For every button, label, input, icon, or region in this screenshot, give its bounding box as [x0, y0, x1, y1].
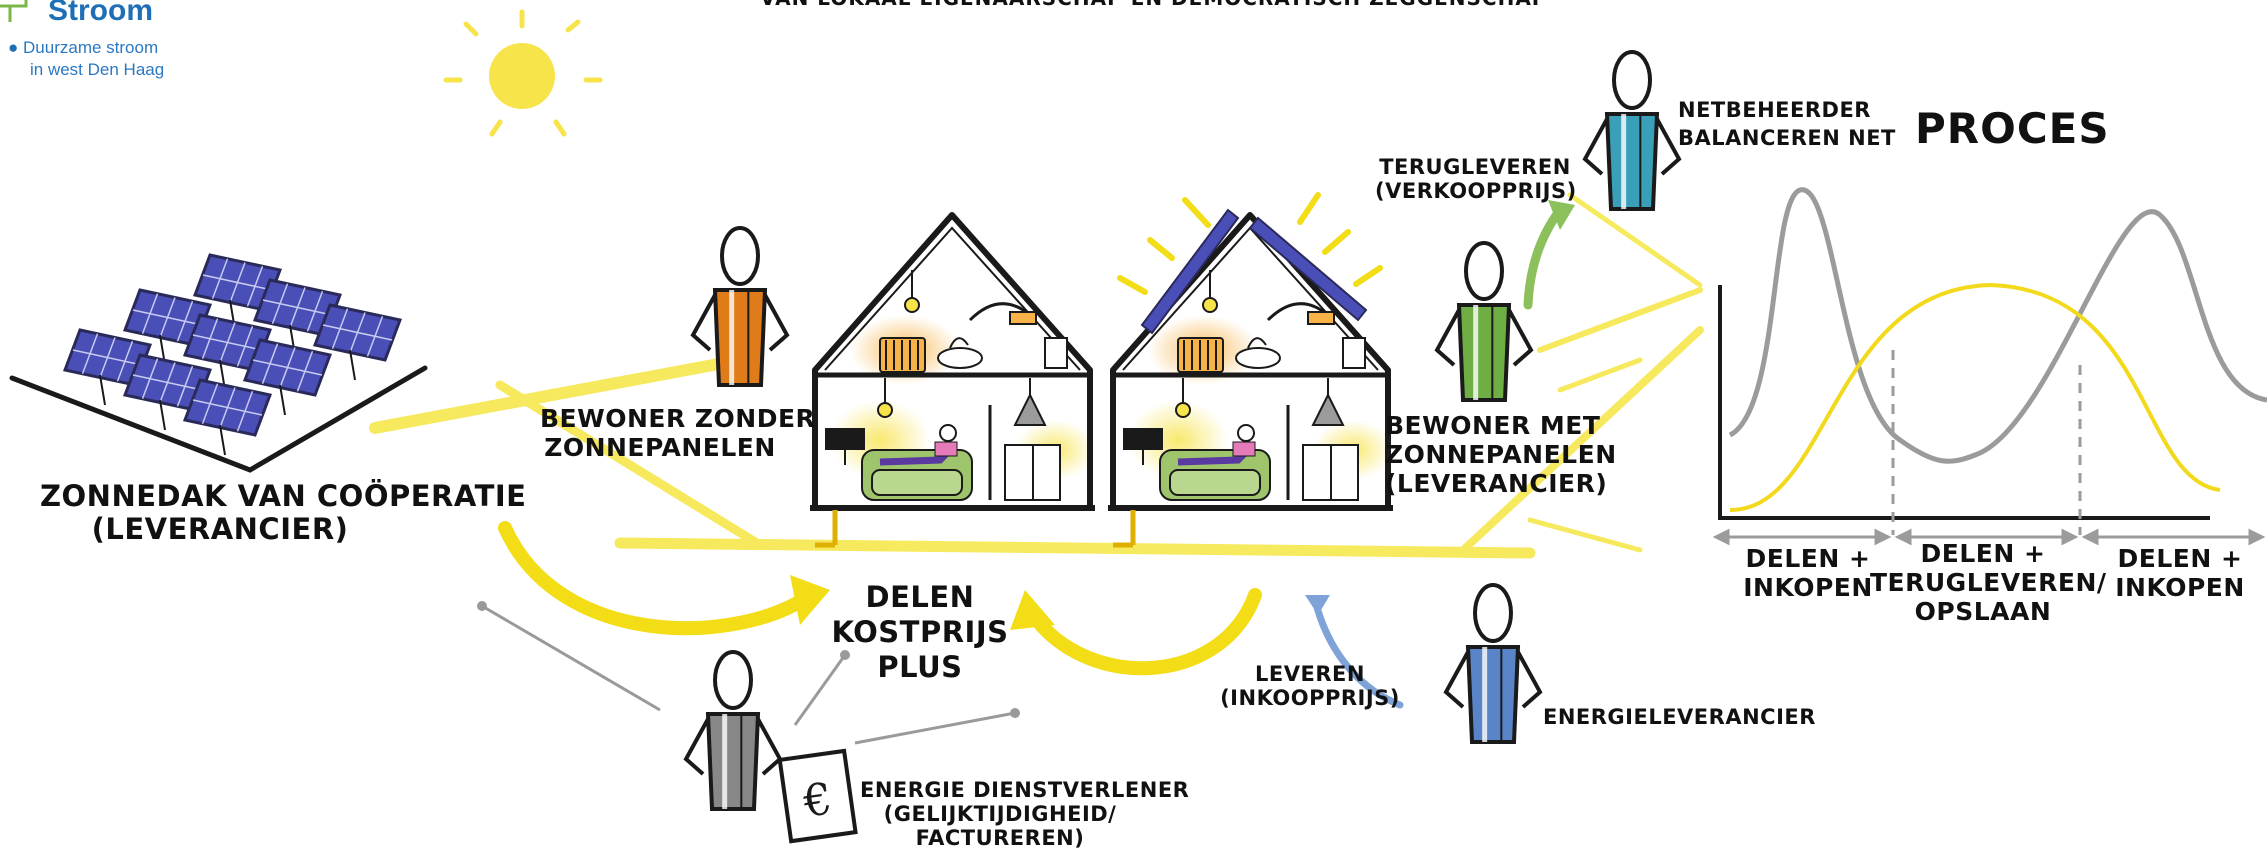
euro-icon: € [799, 773, 835, 828]
label-dienstverlener-line2: (GELIJKTIJDIGHEID/ [883, 802, 1117, 827]
demand-curve [1728, 187, 2267, 464]
service-lines [481, 604, 1016, 745]
person-dienstverlener [683, 650, 783, 811]
logo-subtitle-line2: in west Den Haag [30, 60, 165, 80]
label-phase2-line3: OPSLAAN [1914, 596, 2052, 626]
solar-roof [9, 253, 428, 473]
label-terugleveren: TERUGLEVEREN (VERKOOPPRIJS) [1375, 155, 1577, 204]
label-energieleverancier: ENERGIELEVERANCIER [1543, 705, 1816, 729]
person-bewoner-zonder [690, 226, 790, 387]
label-phase1-line1: DELEN + [1745, 544, 1871, 573]
label-bewoner-met: BEWONER MET ZONNEPANELEN (LEVERANCIER) [1385, 411, 1616, 498]
label-netbeheerder: NETBEHEERDER BALANCEREN NET [1678, 96, 1896, 153]
sunlight-arrows [1117, 192, 1383, 295]
arrow-head-right [1010, 590, 1055, 630]
label-dienstverlener: ENERGIE DIENSTVERLENER (GELIJKTIJDIGHEID… [860, 778, 1189, 851]
label-phase3-line2: INKOPEN [2115, 572, 2245, 602]
label-phase-2: DELEN + TERUGLEVEREN/ OPSLAAN [1870, 539, 2106, 626]
label-delen-line3: PLUS [877, 649, 963, 684]
label-delen-line1: DELEN [865, 580, 975, 614]
label-phase-3: DELEN + INKOPEN [2100, 544, 2260, 603]
logo-title: Stroom [48, 0, 153, 27]
solar-panel [62, 328, 153, 406]
label-delen-kostprijs: DELEN KOSTPRIJS PLUS [820, 580, 1020, 684]
label-zonnedak: ZONNEDAK VAN COÖPERATIE (LEVERANCIER) [40, 479, 526, 547]
solar-panel [312, 303, 403, 381]
person-netbeheerder [1582, 50, 1682, 211]
logo-subtitle: ● Duurzame stroom in west Den Haag [8, 37, 164, 81]
energy-flows [369, 192, 1704, 559]
label-leveren: LEVEREN (INKOOPPRIJS) [1210, 662, 1410, 710]
solar-panel [252, 278, 343, 356]
arrow-head-left [790, 575, 830, 625]
label-zonnedak-line2: (LEVERANCIER) [91, 512, 349, 547]
house-solar-panels [1140, 208, 1368, 335]
label-dienstverlener-line1: ENERGIE DIENSTVERLENER [860, 778, 1190, 802]
label-bewoner-met-line2: ZONNEPANELEN [1385, 439, 1617, 469]
label-terugleveren-line1: TERUGLEVEREN [1379, 155, 1571, 179]
solar-panel [242, 338, 333, 416]
label-bewoner-zonder: BEWONER ZONDER ZONNEPANELEN [540, 404, 815, 463]
delen-arrows [498, 521, 1262, 676]
house-left [810, 212, 1095, 548]
person-energieleverancier [1443, 583, 1543, 744]
solar-panel [182, 378, 273, 456]
label-delen-line2: KOSTPRIJS [831, 614, 1009, 649]
logo: Stroom ● Duurzame stroom in west Den Haa… [0, 0, 200, 90]
label-bewoner-zonder-line2: ZONNEPANELEN [544, 432, 776, 462]
label-leveren-line2: (INKOOPPRIJS) [1220, 686, 1400, 711]
logo-subtitle-line1: Duurzame stroom [23, 38, 159, 57]
label-phase-1: DELEN + INKOPEN [1728, 544, 1888, 603]
leveren-arrow [1311, 596, 1404, 709]
label-bewoner-met-line3: (LEVERANCIER) [1385, 468, 1608, 498]
person-bewoner-met [1434, 241, 1534, 402]
logo-dot-icon: ● [8, 38, 19, 57]
solar-panel [122, 353, 213, 431]
label-bewoner-met-line1: BEWONER MET [1385, 411, 1601, 440]
logo-mark [0, 0, 28, 22]
label-netbeheerder-line1: NETBEHEERDER [1678, 98, 1871, 122]
sun-icon [443, 9, 603, 137]
euro-sheet: € [777, 748, 858, 844]
label-leveren-line1: LEVEREN [1255, 662, 1365, 686]
solar-panel [192, 253, 283, 331]
solar-curve [1729, 282, 2221, 512]
label-netbeheerder-line2: BALANCEREN NET [1678, 126, 1896, 151]
terugleveren-arrow [1523, 205, 1565, 310]
label-phase2-line2: TERUGLEVEREN/ [1870, 567, 2107, 597]
label-phase2-line1: DELEN + [1920, 539, 2046, 568]
label-dienstverlener-line3: FACTUREREN) [915, 826, 1085, 851]
label-zonnedak-line1: ZONNEDAK VAN COÖPERATIE [40, 479, 527, 513]
label-phase3-line1: DELEN + [2117, 544, 2243, 573]
label-bewoner-zonder-line1: BEWONER ZONDER [540, 404, 816, 433]
banner-text: van lokaal eigenaarschap en democratisch… [760, 0, 1547, 10]
label-phase1-line2: INKOPEN [1743, 572, 1873, 602]
process-chart [1712, 187, 2267, 546]
label-terugleveren-line2: (VERKOOPPRIJS) [1375, 179, 1577, 204]
house-right [1108, 212, 1393, 548]
label-proces: PROCES [1915, 104, 2110, 153]
